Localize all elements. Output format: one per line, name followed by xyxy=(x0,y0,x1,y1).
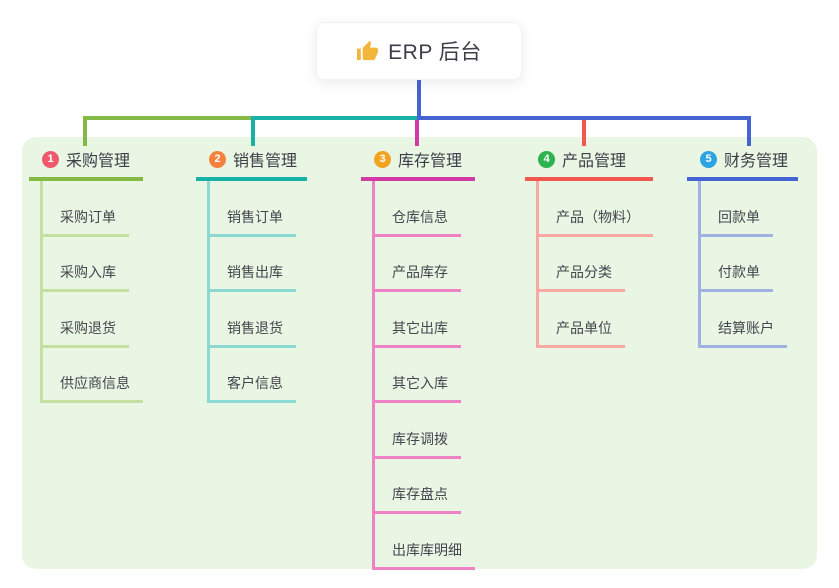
branch-number-badge: 2 xyxy=(209,150,226,168)
branch-children: 仓库信息 产品库存 其它出库 其它入库 库存调拨 库存盘点 出库库明细 xyxy=(372,181,475,570)
branch-node-purchase[interactable]: 1 采购管理 xyxy=(29,143,143,181)
child-node[interactable]: 销售退货 xyxy=(210,292,307,348)
branch-number-badge: 4 xyxy=(538,150,555,168)
branch-inventory: 3 库存管理 仓库信息 产品库存 其它出库 其它入库 库存调拨 库存盘点 出库库… xyxy=(361,143,475,570)
child-label: 库存盘点 xyxy=(375,484,461,514)
connector-horizontal-teal xyxy=(251,116,419,120)
child-label: 其它入库 xyxy=(375,373,461,403)
branch-number-badge: 5 xyxy=(700,150,717,168)
branches-panel xyxy=(22,137,817,569)
child-label: 供应商信息 xyxy=(43,373,143,403)
connector-drop-purchase xyxy=(83,120,87,146)
branch-number-badge: 1 xyxy=(42,150,59,168)
branch-title: 产品管理 xyxy=(562,153,627,170)
connector-root-stem xyxy=(417,80,421,120)
branch-node-finance[interactable]: 5 财务管理 xyxy=(687,143,799,181)
child-node[interactable]: 采购订单 xyxy=(43,181,143,237)
child-label: 产品单位 xyxy=(539,318,625,348)
child-label: 采购入库 xyxy=(43,262,129,292)
branch-children: 回款单 付款单 结算账户 xyxy=(698,181,798,348)
child-label: 产品库存 xyxy=(375,262,461,292)
branch-sales: 2 销售管理 销售订单 销售出库 销售退货 客户信息 xyxy=(196,143,308,403)
branch-number-badge: 3 xyxy=(374,150,391,168)
child-node[interactable]: 结算账户 xyxy=(701,292,798,348)
child-node[interactable]: 采购退货 xyxy=(43,292,143,348)
child-node[interactable]: 产品（物料） xyxy=(539,181,653,237)
child-label: 结算账户 xyxy=(701,318,787,348)
thumbs-up-icon xyxy=(356,40,379,63)
child-label: 库存调拨 xyxy=(375,429,461,459)
child-node[interactable]: 产品库存 xyxy=(375,237,475,292)
branch-children: 采购订单 采购入库 采购退货 供应商信息 xyxy=(40,181,143,403)
child-node[interactable]: 供应商信息 xyxy=(43,348,143,403)
child-label: 仓库信息 xyxy=(375,207,461,237)
child-label: 产品分类 xyxy=(539,262,625,292)
branch-title: 库存管理 xyxy=(398,153,463,170)
connector-drop-inventory xyxy=(415,120,419,146)
child-node[interactable]: 回款单 xyxy=(701,181,798,237)
child-node[interactable]: 出库库明细 xyxy=(375,514,475,570)
branch-title: 采购管理 xyxy=(66,153,131,170)
branch-finance: 5 财务管理 回款单 付款单 结算账户 xyxy=(687,143,799,348)
child-label: 销售订单 xyxy=(210,207,296,237)
child-label: 销售退货 xyxy=(210,318,296,348)
connector-drop-product xyxy=(582,120,586,146)
connector-drop-finance xyxy=(747,120,751,146)
child-node[interactable]: 产品单位 xyxy=(539,292,653,348)
child-label: 回款单 xyxy=(701,207,773,237)
child-node[interactable]: 付款单 xyxy=(701,237,798,292)
branch-children: 销售订单 销售出库 销售退货 客户信息 xyxy=(207,181,307,403)
branch-title: 销售管理 xyxy=(233,153,298,170)
child-label: 出库库明细 xyxy=(375,540,475,570)
child-label: 采购退货 xyxy=(43,318,129,348)
child-label: 其它出库 xyxy=(375,318,461,348)
root-title: ERP 后台 xyxy=(388,41,482,64)
child-node[interactable]: 其它入库 xyxy=(375,348,475,403)
child-label: 销售出库 xyxy=(210,262,296,292)
branch-purchase: 1 采购管理 采购订单 采购入库 采购退货 供应商信息 xyxy=(29,143,143,403)
child-node[interactable]: 库存调拨 xyxy=(375,403,475,459)
connector-drop-sales xyxy=(251,120,255,146)
child-node[interactable]: 客户信息 xyxy=(210,348,307,403)
branch-children: 产品（物料） 产品分类 产品单位 xyxy=(536,181,653,348)
connector-horizontal-blue xyxy=(417,116,751,120)
child-node[interactable]: 销售订单 xyxy=(210,181,307,237)
child-node[interactable]: 其它出库 xyxy=(375,292,475,348)
branch-node-product[interactable]: 4 产品管理 xyxy=(525,143,653,181)
child-label: 客户信息 xyxy=(210,373,296,403)
child-label: 产品（物料） xyxy=(539,207,653,237)
root-node[interactable]: ERP 后台 xyxy=(316,22,522,80)
child-node[interactable]: 仓库信息 xyxy=(375,181,475,237)
child-label: 付款单 xyxy=(701,262,773,292)
branch-node-inventory[interactable]: 3 库存管理 xyxy=(361,143,475,181)
child-node[interactable]: 销售出库 xyxy=(210,237,307,292)
branch-product: 4 产品管理 产品（物料） 产品分类 产品单位 xyxy=(525,143,653,348)
child-node[interactable]: 库存盘点 xyxy=(375,459,475,514)
branch-node-sales[interactable]: 2 销售管理 xyxy=(196,143,308,181)
child-node[interactable]: 产品分类 xyxy=(539,237,653,292)
child-node[interactable]: 采购入库 xyxy=(43,237,143,292)
connector-horizontal-green xyxy=(83,116,255,120)
branch-title: 财务管理 xyxy=(724,153,789,170)
child-label: 采购订单 xyxy=(43,207,129,237)
